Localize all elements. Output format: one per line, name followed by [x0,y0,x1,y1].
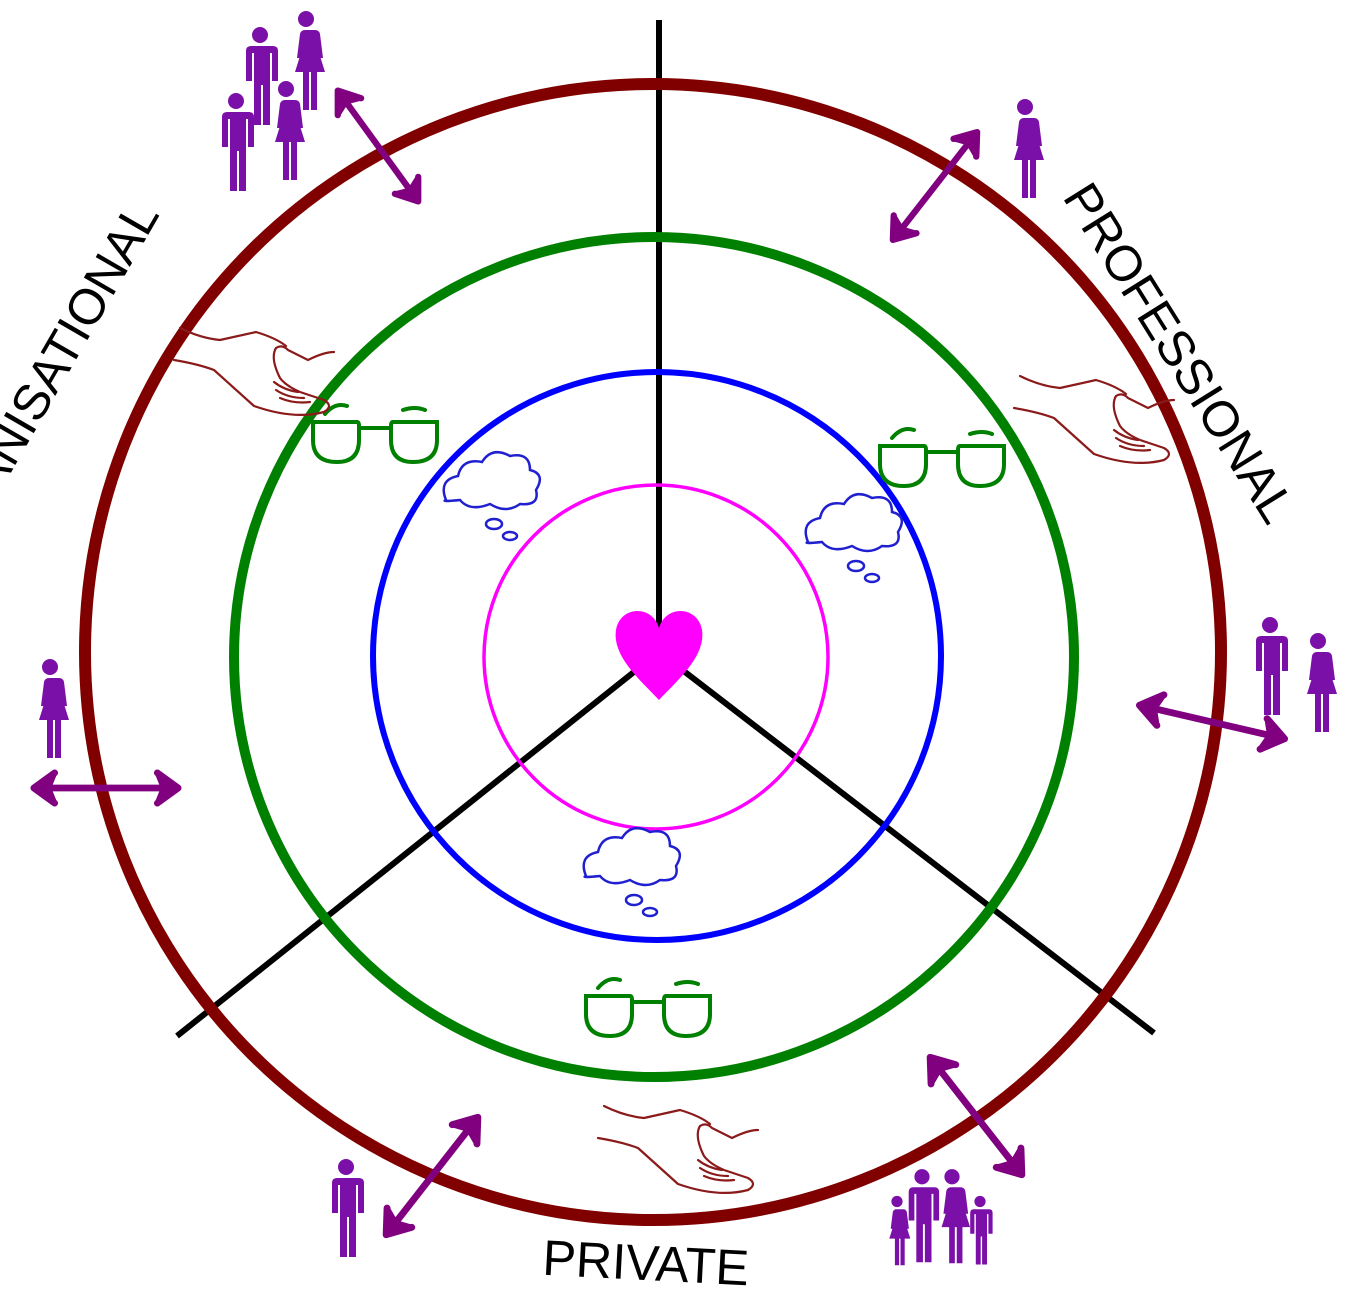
sector-dividers [175,20,1156,1039]
glasses-icon [878,427,1006,488]
woman-icon [1014,99,1044,198]
woman-icon [275,81,305,180]
woman-icon [889,1195,911,1266]
man-icon [970,1195,993,1265]
blue-ring [370,369,944,943]
outer-ring [79,78,1227,1226]
divider-right [657,649,1156,1036]
woman-icon [39,659,69,758]
label-professional: PROFESSIONAL [1053,173,1307,533]
woman-icon [1307,633,1337,732]
thought-cloud-icon [582,826,682,918]
man-icon [1256,617,1288,715]
helping-hand-icon [172,326,336,417]
man-icon [246,27,278,125]
woman-icon [295,11,325,110]
heart-icon [615,610,703,700]
man-icon [332,1159,364,1257]
glasses-icon [311,403,439,464]
people-organisational-group [222,11,325,191]
inner-ring [482,483,830,831]
thought-cloud-icon [442,450,542,542]
people-family-group [889,1169,993,1266]
woman-icon [941,1169,971,1264]
man-icon [908,1169,940,1263]
double-arrow-icon [326,82,430,210]
glasses-icon [584,977,712,1038]
divider-left [175,649,661,1039]
man-icon [222,93,254,191]
double-arrow-icon [918,1048,1034,1185]
thought-cloud-icon [804,492,904,584]
label-private: PRIVATE [541,1230,750,1292]
people-professional-pair [1256,617,1337,732]
helping-hand-icon [596,1104,760,1195]
double-arrow-icon [374,1108,490,1245]
green-ring [229,232,1079,1082]
